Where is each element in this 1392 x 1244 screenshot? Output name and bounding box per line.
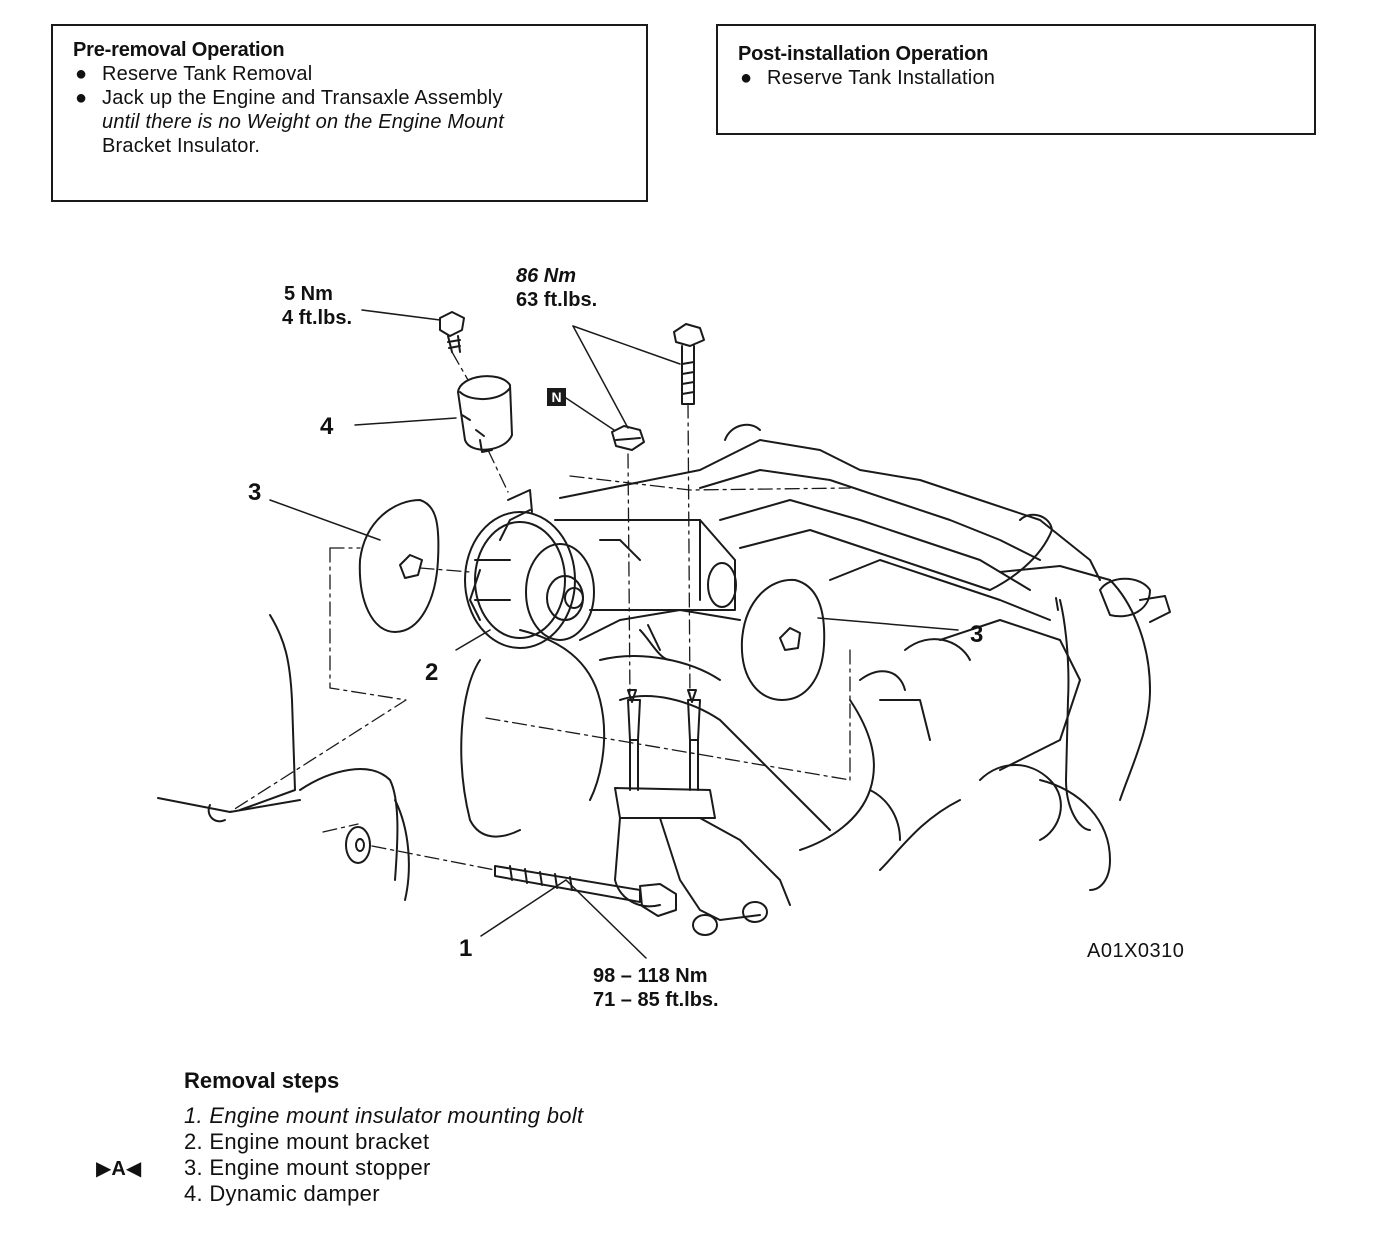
insulator-bolt-torque-ftlbs: 71 – 85 ft.lbs. — [593, 989, 719, 1011]
callout-1: 1 — [459, 935, 473, 962]
damper-bolt — [439, 311, 465, 353]
removal-steps-title: Removal steps — [184, 1068, 340, 1093]
removal-steps: Removal steps 1. Engine mount insulator … — [184, 1067, 583, 1207]
new-nut-badge: N — [547, 388, 566, 406]
list-item: ● Reserve Tank Removal — [73, 62, 646, 86]
bracket-bolt-torque-ftlbs: 63 ft.lbs. — [516, 289, 598, 311]
post-installation-box: Post-installation Operation ● Reserve Ta… — [716, 24, 1316, 135]
pre-removal-item-2-line-2: until there is no Weight on the Engine M… — [102, 111, 505, 133]
callout-3-right: 3 — [970, 621, 984, 648]
bullet-icon: ● — [75, 87, 88, 109]
insulator-bolt-torque-nm: 98 – 118 Nm — [593, 965, 708, 987]
stopper-left — [358, 499, 440, 633]
list-item: 2. Engine mount bracket — [184, 1129, 430, 1154]
bullet-icon: ● — [740, 67, 753, 89]
figure-code: A01X0310 — [1087, 940, 1185, 962]
callout-2: 2 — [425, 659, 439, 686]
pre-removal-list: ● Reserve Tank Removal ● Jack up the Eng… — [73, 62, 646, 158]
bullet-icon: ● — [75, 63, 88, 85]
nut — [611, 425, 645, 451]
body-panel — [157, 614, 410, 901]
pre-removal-title: Pre-removal Operation — [73, 39, 285, 61]
list-item: ● Jack up the Engine and Transaxle Assem… — [73, 86, 646, 158]
pre-removal-item-2-line-3: Bracket Insulator. — [102, 135, 261, 157]
engine-outline — [559, 423, 1171, 891]
bracket-bolt-torque-nm: 86 Nm — [516, 265, 577, 287]
dynamic-damper — [457, 375, 513, 453]
post-installation-title: Post-installation Operation — [738, 43, 989, 65]
pre-removal-box: Pre-removal Operation ● Reserve Tank Rem… — [51, 24, 648, 202]
engine-mount-bracket — [464, 489, 737, 649]
removal-steps-list: 1. Engine mount insulator mounting bolt … — [184, 1103, 583, 1207]
post-installation-item-1: Reserve Tank Installation — [767, 67, 996, 89]
alignment-lines — [229, 351, 851, 871]
callout-3-left: 3 — [248, 479, 262, 506]
pre-removal-item-2-line-1: Jack up the Engine and Transaxle Assembl… — [102, 87, 503, 109]
leader-lines — [269, 309, 959, 959]
stud-bolts — [627, 689, 701, 791]
frame-bracket — [614, 787, 791, 936]
damper-bolt-torque-ftlbs: 4 ft.lbs. — [282, 307, 353, 329]
washer — [345, 826, 371, 864]
step-marker-a: ▶A◀ — [96, 1158, 142, 1180]
stopper-right — [740, 578, 826, 701]
list-item: 3. Engine mount stopper — [184, 1155, 431, 1180]
list-item: 4. Dynamic damper — [184, 1181, 380, 1206]
list-item: 1. Engine mount insulator mounting bolt — [184, 1103, 584, 1128]
damper-bolt-torque-nm: 5 Nm — [284, 283, 333, 305]
list-item: ● Reserve Tank Installation — [738, 66, 1314, 90]
callout-4: 4 — [320, 413, 334, 440]
post-installation-list: ● Reserve Tank Installation — [738, 66, 1314, 90]
pre-removal-item-1: Reserve Tank Removal — [102, 63, 313, 85]
insulator-mounting-bolt — [494, 865, 677, 917]
